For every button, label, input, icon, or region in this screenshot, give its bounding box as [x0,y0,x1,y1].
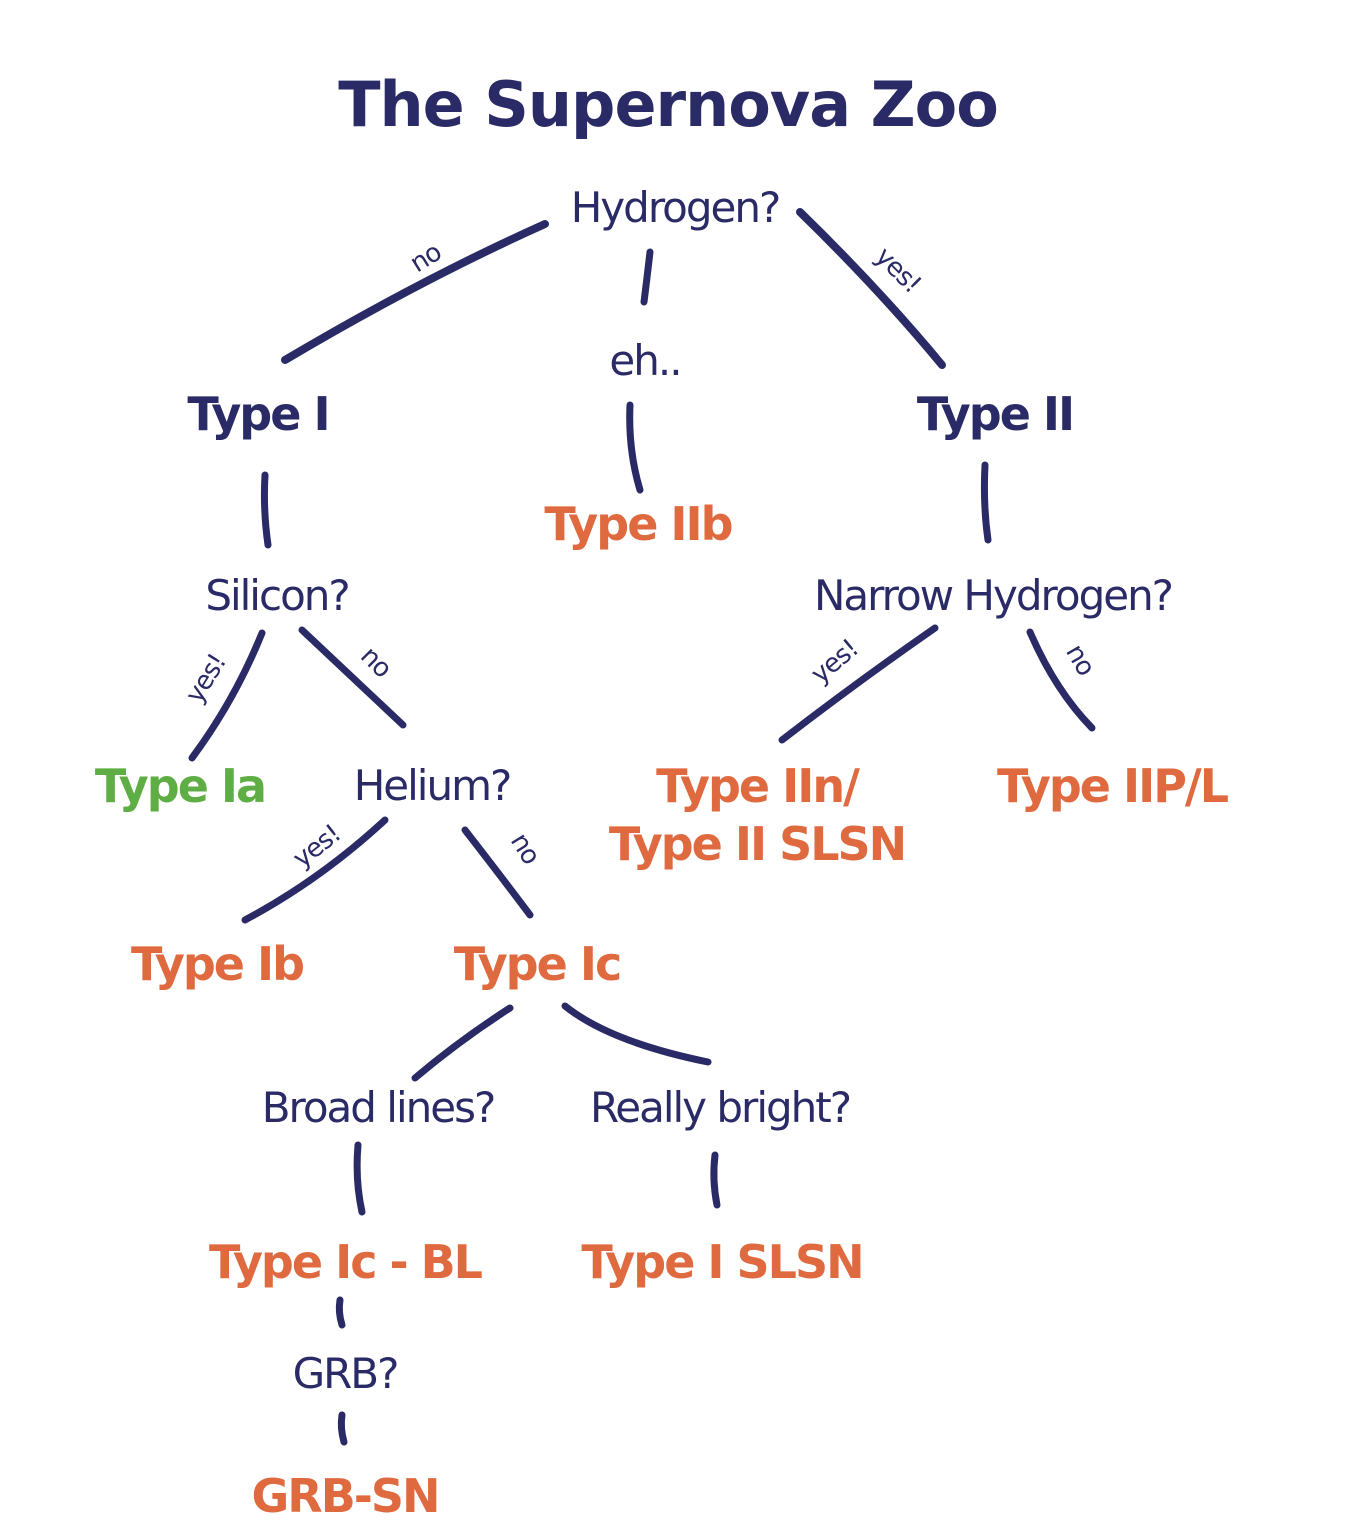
edge-type-ic-to-really-bright [561,1002,712,1066]
edge-label-narrow-no: no [1059,639,1100,680]
edge-helium-to-type-ic [461,826,534,919]
diagram-title: The Supernova Zoo [338,68,998,141]
node-type-iin: Type IIn/ [656,759,860,813]
node-type-ib: Type Ib [131,937,303,991]
node-broad-lines: Broad lines? [262,1083,495,1132]
edge-label-helium-yes: yes! [288,819,347,874]
node-eh: eh.. [609,336,680,385]
node-grb-sn: GRB-SN [252,1469,439,1520]
edge-label-helium-no: no [504,828,546,870]
edge-really-bright-to-type-i-slsn [710,1151,721,1209]
edge-type-ic-bl-to-grb [335,1296,346,1329]
edge-helium-to-type-ib [241,816,389,924]
node-type-ii-slsn: Type II SLSN [609,817,905,871]
node-type-i-slsn: Type I SLSN [581,1235,862,1289]
edge-eh-to-type-iib [626,401,644,494]
edge-grb-to-grb-sn [337,1411,348,1446]
edge-silicon-to-helium [298,626,407,729]
edge-label-silicon-no: no [354,641,397,684]
node-type-ic: Type Ic [454,937,620,991]
node-helium: Helium? [354,761,511,810]
node-hydrogen: Hydrogen? [571,183,780,232]
node-type-ic-bl: Type Ic - BL [209,1235,483,1289]
node-type-iib: Type IIb [544,497,731,551]
node-grb: GRB? [293,1349,398,1398]
edge-type-ii-to-narrow-hydrogen [980,461,992,544]
node-type-i: Type I [187,387,328,441]
node-type-ii: Type II [917,387,1073,441]
node-silicon: Silicon? [205,571,348,620]
edge-type-ic-to-broad-lines [411,1004,514,1082]
edge-labels: no yes! yes! no yes! no yes! no [180,237,1101,874]
question-nodes: Hydrogen? eh.. Silicon? Narrow Hydrogen?… [205,183,1174,1398]
type-nodes: Type I Type II Type IIb Type Ia Type IIn… [95,387,1231,1520]
connector-lines [188,208,1096,1446]
node-type-ia: Type Ia [95,759,265,813]
edge-type-i-to-silicon [260,471,272,549]
node-really-bright: Really bright? [590,1083,850,1132]
edge-hydrogen-to-type-ii [796,208,946,369]
edge-hydrogen-to-type-i [281,220,549,364]
node-narrow-hydrogen: Narrow Hydrogen? [814,571,1172,620]
edge-narrow-hydrogen-to-type-iip-l [1026,628,1096,732]
edge-hydrogen-to-eh [640,248,654,306]
node-type-iip-l: Type IIP/L [997,759,1229,813]
edge-narrow-hydrogen-to-type-iin [778,624,939,744]
edge-silicon-to-type-ia [188,629,266,762]
edge-label-silicon-yes: yes! [180,649,233,708]
edge-broad-lines-to-type-ic-bl [353,1141,366,1216]
